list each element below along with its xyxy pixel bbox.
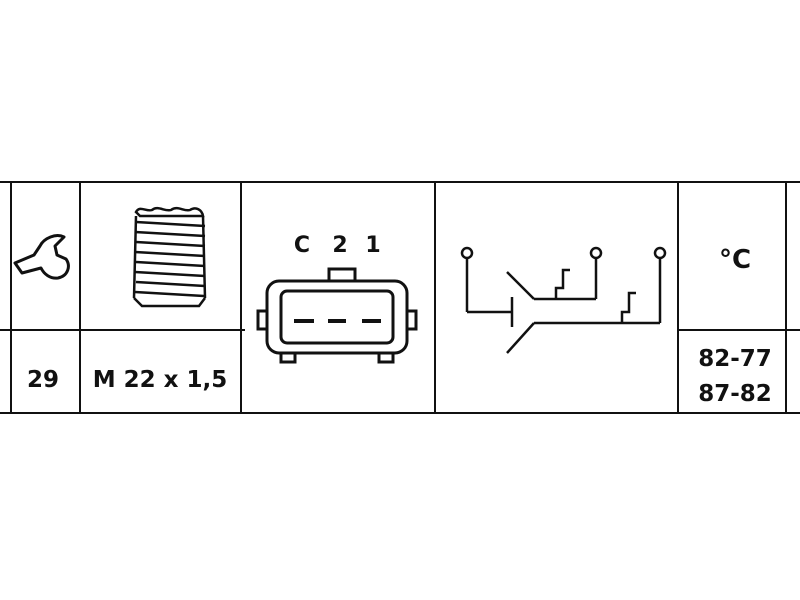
table-grid bbox=[0, 181, 800, 414]
thread-icon bbox=[132, 206, 207, 308]
temperature-unit: °C bbox=[719, 245, 751, 275]
switch-diagram-icon bbox=[460, 246, 667, 354]
wrench-icon bbox=[13, 234, 70, 280]
switch-range-1: 82-77 bbox=[698, 346, 772, 372]
switch-range-2: 87-82 bbox=[698, 381, 772, 407]
connector-icon bbox=[256, 267, 418, 364]
thread-spec-value: M 22 x 1,5 bbox=[93, 367, 228, 393]
wrench-size-value: 29 bbox=[27, 367, 59, 393]
pin-label-c: C bbox=[294, 233, 310, 258]
pin-label-1: 1 bbox=[365, 233, 380, 258]
pin-label-2: 2 bbox=[332, 233, 347, 258]
